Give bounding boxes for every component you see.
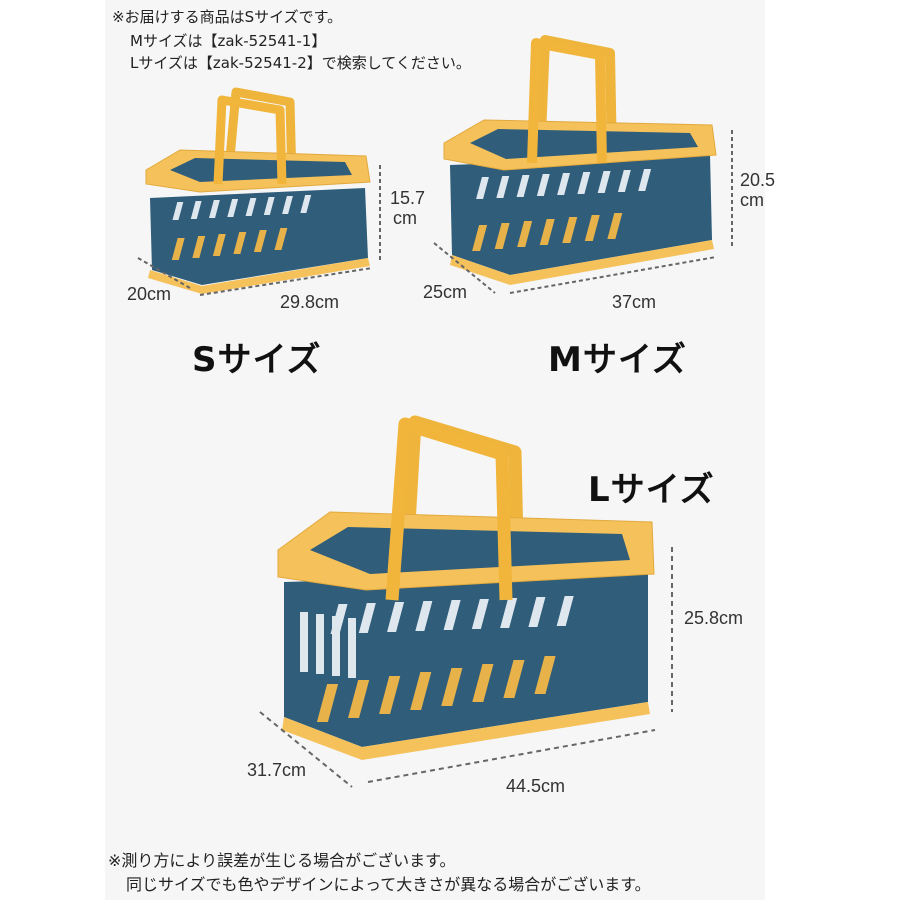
s-height-unit: cm bbox=[393, 208, 417, 228]
basket-s-illustration bbox=[137, 87, 381, 296]
note-size-variation: 同じサイズでも色やデザインによって大きさが異なる場合がございます。 bbox=[126, 875, 651, 894]
basket-m-illustration bbox=[433, 35, 733, 294]
note-delivery-size: ※お届けする商品はSサイズです。 bbox=[112, 8, 343, 26]
basket-l-illustration bbox=[259, 415, 673, 788]
m-width-label: 37cm bbox=[612, 292, 657, 312]
l-width-label: 44.5cm bbox=[506, 776, 566, 796]
note-measurement-error: ※測り方により誤差が生じる場合がございます。 bbox=[108, 851, 456, 870]
s-width-label: 29.8cm bbox=[280, 292, 340, 312]
m-size-title: Mサイズ bbox=[548, 340, 687, 380]
s-height-value: 15.7 bbox=[390, 188, 426, 208]
m-height-unit: cm bbox=[740, 190, 764, 210]
m-height-value: 20.5 bbox=[740, 170, 776, 190]
s-depth-label: 20cm bbox=[127, 284, 172, 304]
s-size-title: Sサイズ bbox=[192, 340, 322, 380]
l-depth-label: 31.7cm bbox=[247, 760, 307, 780]
note-m-size-code: Mサイズは【zak-52541-1】 bbox=[130, 32, 327, 50]
l-size-title: Lサイズ bbox=[588, 470, 715, 510]
l-height-label: 25.8cm bbox=[684, 608, 744, 628]
m-depth-label: 25cm bbox=[423, 282, 468, 302]
note-l-size-code: Lサイズは【zak-52541-2】で検索してください。 bbox=[130, 54, 471, 72]
